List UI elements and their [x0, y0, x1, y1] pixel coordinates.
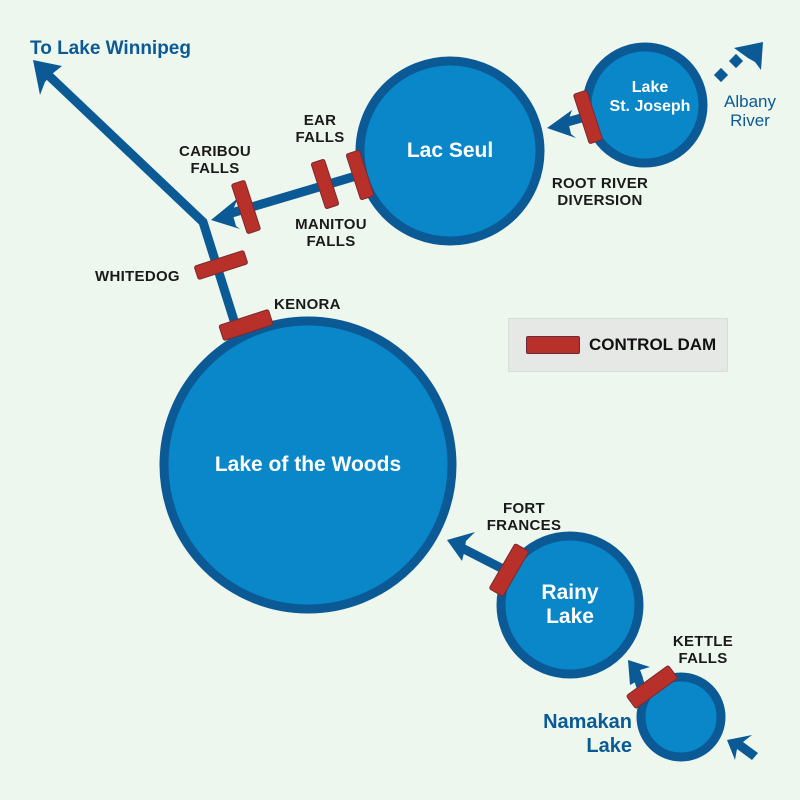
- dam-manitou-falls: [310, 159, 340, 209]
- albany-dash-2: [728, 53, 744, 69]
- arrow-to-winnipeg-icon: [33, 60, 62, 95]
- fort-frances-label: FORT FRANCES: [482, 500, 566, 534]
- lake-of-the-woods-label: Lake of the Woods: [214, 453, 402, 476]
- lake-st-joseph-label: Lake St. Joseph: [595, 78, 705, 116]
- arrow-root-river-icon: [547, 110, 576, 138]
- root-river-line2: DIVERSION: [557, 192, 643, 209]
- control-dam-legend-label: CONTROL DAM: [589, 335, 717, 354]
- arrow-english-river-icon: [211, 198, 240, 229]
- caribou-falls-label: CARIBOU FALLS: [172, 143, 258, 177]
- root-river-line1: ROOT RIVER: [551, 175, 649, 192]
- rainy-lake-label: Rainy Lake: [520, 581, 620, 629]
- manitou-falls-label: MANITOU FALLS: [288, 216, 374, 250]
- rainy-lake-line1: Rainy: [541, 581, 599, 604]
- whitedog-label: WHITEDOG: [95, 268, 180, 285]
- dam-root-river: [573, 90, 603, 144]
- namakan-lake-line2: Lake: [586, 735, 632, 757]
- dam-ear-falls: [345, 150, 375, 200]
- dam-kettle-falls: [626, 665, 678, 709]
- rainy-lake-line2: Lake: [546, 605, 594, 628]
- lac-seul-label: Lac Seul: [406, 139, 494, 162]
- dam-caribou-falls: [231, 180, 261, 234]
- albany-river-line1: Albany: [724, 92, 776, 111]
- manitou-falls-line1: MANITOU: [295, 216, 367, 233]
- lake-of-the-woods-shape: [159, 316, 457, 614]
- albany-river-line2: River: [730, 111, 770, 130]
- winnipeg-river-line: [41, 68, 242, 332]
- albany-dash-1: [713, 67, 729, 83]
- lake-st-joseph-line2: St. Joseph: [609, 98, 691, 115]
- rainy-lake-shape: [496, 531, 644, 679]
- kenora-label: KENORA: [274, 296, 341, 313]
- kettle-falls-line2: FALLS: [678, 650, 728, 667]
- fort-frances-line1: FORT: [502, 500, 546, 517]
- ear-falls-line2: FALLS: [295, 129, 345, 146]
- arrow-rainy-river-icon: [447, 532, 475, 561]
- manitou-falls-line2: FALLS: [306, 233, 356, 250]
- root-river-diversion-label: ROOT RIVER DIVERSION: [548, 175, 652, 209]
- caribou-falls-line2: FALLS: [190, 160, 240, 177]
- caribou-falls-line1: CARIBOU: [178, 143, 252, 160]
- to-lake-winnipeg-label: To Lake Winnipeg: [30, 38, 191, 59]
- control-dam-swatch: [526, 336, 580, 354]
- kettle-falls-line1: KETTLE: [672, 633, 734, 650]
- ear-falls-line1: EAR: [303, 112, 337, 129]
- namakan-lake-label: Namakan Lake: [520, 710, 632, 758]
- arrow-kettle-falls-icon: [628, 660, 650, 685]
- legend: CONTROL DAM: [508, 318, 728, 372]
- fort-frances-line2: FRANCES: [486, 517, 562, 534]
- namakan-lake-shape: [636, 672, 726, 762]
- dam-fort-frances: [489, 543, 529, 597]
- arrow-albany-icon: [734, 42, 763, 70]
- dam-whitedog: [194, 250, 248, 280]
- ear-falls-label: EAR FALLS: [290, 112, 350, 146]
- arrow-namakan-inflow-icon: [727, 735, 758, 760]
- kettle-falls-label: KETTLE FALLS: [666, 633, 740, 667]
- albany-river-label: Albany River: [710, 92, 790, 130]
- rainy-river-line: [459, 543, 508, 575]
- dam-kenora: [218, 309, 274, 341]
- lake-st-joseph-line1: Lake: [631, 79, 669, 96]
- namakan-lake-line1: Namakan: [543, 711, 632, 733]
